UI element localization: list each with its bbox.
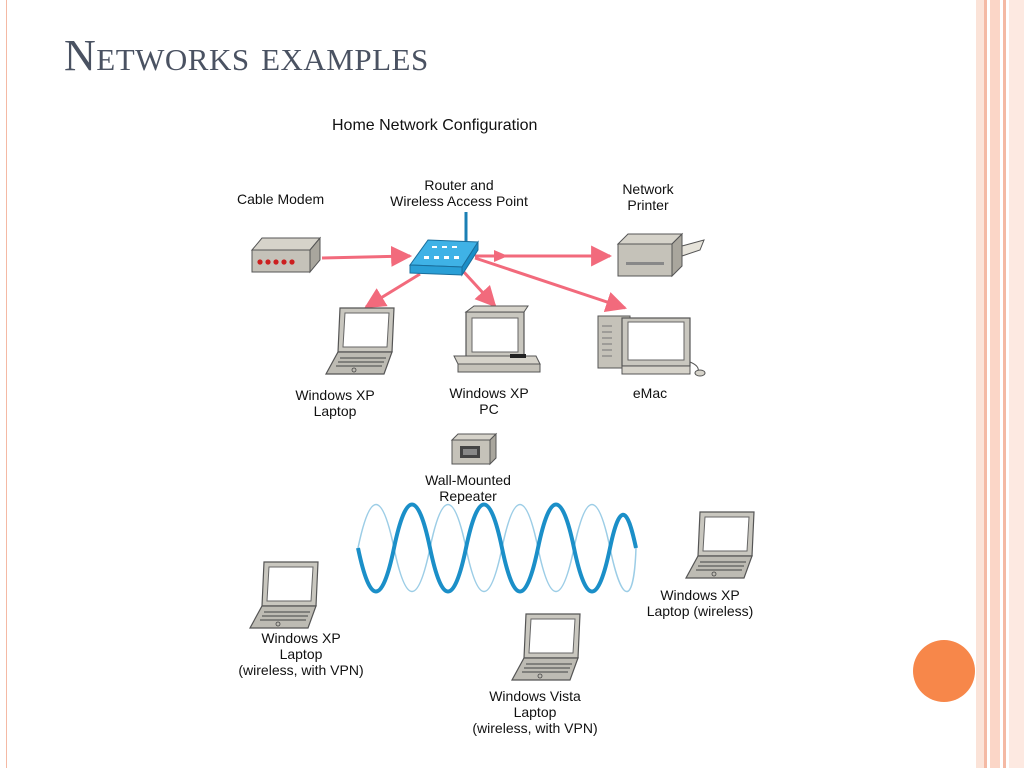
label-network-printer: Network Printer (622, 181, 674, 213)
frame-stripe-2 (984, 0, 987, 768)
label-xp-laptop-vpn: Windows XP Laptop (wireless, with VPN) (238, 630, 364, 678)
laptop-wireless-icon (685, 511, 755, 579)
connectors (321, 245, 627, 312)
frame-stripe-5 (1009, 0, 1024, 768)
laptop-icon (325, 307, 395, 375)
frame-left-line (6, 0, 7, 768)
slide-title: Networks examples (64, 31, 429, 80)
accent-circle (913, 640, 975, 702)
label-xp-laptop: Windows XP Laptop (295, 387, 375, 419)
label-vista-laptop-vpn: Windows Vista Laptop (wireless, with VPN… (472, 688, 598, 736)
emac-icon (597, 315, 706, 377)
frame-stripe-3 (990, 0, 1000, 768)
desktop-pc-icon (453, 305, 541, 373)
laptop-vpn-icon (249, 561, 319, 629)
laptop-vista-vpn-icon (511, 613, 581, 681)
frame-stripe-1 (976, 0, 984, 768)
wireless-wave-faint (357, 503, 637, 593)
connector-router-emac (474, 256, 627, 312)
repeater-icon (450, 432, 498, 466)
label-repeater: Wall-Mounted Repeater (425, 472, 511, 504)
router-icon (409, 212, 479, 277)
printer-icon (616, 232, 705, 278)
arrow-mid-router-printer (494, 250, 508, 262)
wireless-signal (356, 502, 638, 594)
connector-modem-router (321, 245, 413, 267)
label-router: Router and Wireless Access Point (390, 177, 528, 209)
label-emac: eMac (632, 385, 668, 401)
label-xp-pc: Windows XP PC (449, 385, 529, 417)
label-xp-laptop-wireless: Windows XP Laptop (wireless) (646, 587, 754, 619)
label-cable-modem: Cable Modem (237, 191, 325, 207)
cable-modem-icon (250, 236, 322, 274)
wireless-wave-main (356, 502, 638, 594)
connector-router-pc (460, 268, 497, 308)
frame-stripe-4 (1003, 0, 1006, 768)
diagram-title: Home Network Configuration (332, 117, 538, 134)
connector-router-laptop (364, 272, 421, 309)
